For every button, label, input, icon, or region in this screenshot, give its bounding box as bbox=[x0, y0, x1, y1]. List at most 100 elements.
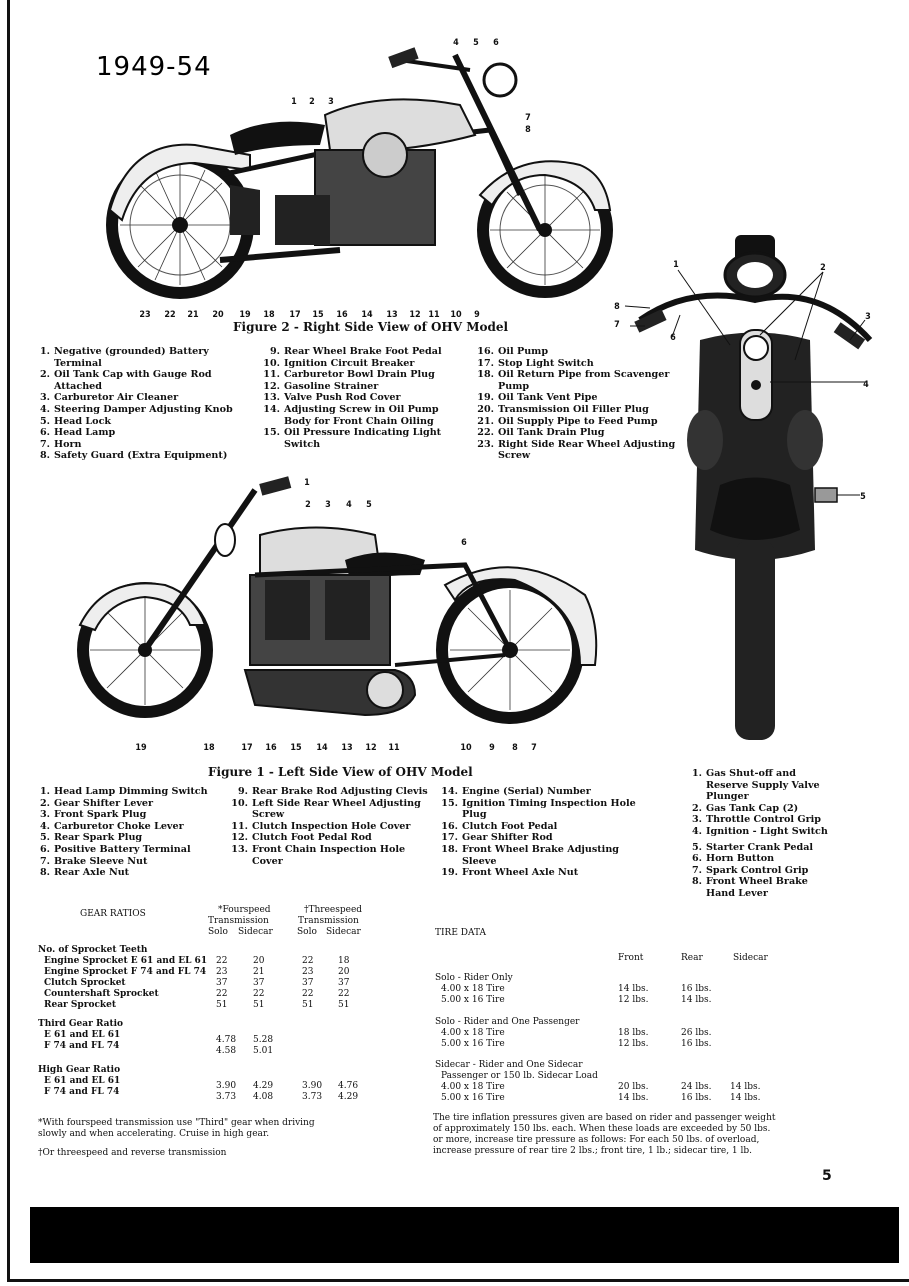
callout-label: 18 bbox=[263, 310, 275, 320]
legend-item: 6.Horn Button bbox=[691, 853, 775, 865]
threespeed-header-line1: †Threespeed bbox=[304, 905, 363, 915]
callout-label: 3 bbox=[328, 97, 334, 107]
legend-item: 14.Adjusting Screw in Oil Pump Body for … bbox=[263, 403, 439, 427]
callout-label: 17 bbox=[241, 743, 253, 753]
legend-item: 3.Front Spark Plug bbox=[39, 809, 147, 821]
legend-item: 4.Ignition - Light Switch bbox=[691, 825, 828, 837]
legend-item: 23.Right Side Rear Wheel Adjusting Screw bbox=[477, 438, 676, 462]
legend-item: 18.Oil Return Pipe from Scavenger Pump bbox=[477, 369, 670, 392]
legend-item: 12.Gasoline Strainer bbox=[263, 380, 379, 392]
callout-label: 5 bbox=[473, 38, 479, 48]
callout-label: 6 bbox=[670, 333, 676, 343]
callout-label: 2 bbox=[309, 97, 315, 107]
legend-item: 7.Spark Control Grip bbox=[691, 864, 809, 876]
tire-section-title: Sidecar - Rider and One Sidecar bbox=[435, 1060, 583, 1070]
legend-item: 6.Head Lamp bbox=[39, 427, 116, 439]
callout-label: 1 bbox=[673, 260, 679, 270]
fourspeed-header-line2: Transmission bbox=[208, 916, 269, 926]
tire-column-headers: Front Rear Sidecar bbox=[618, 953, 768, 963]
figure-2-legend-col-1: 1.Negative (grounded) Battery Terminal 2… bbox=[32, 346, 247, 462]
table-row: F 74 and FL 74 bbox=[44, 1041, 120, 1051]
legend-item: 2.Gas Tank Cap (2) bbox=[691, 802, 799, 814]
legend-item: 3.Throttle Control Grip bbox=[691, 814, 821, 826]
callout-label: 23 bbox=[139, 310, 151, 320]
figure-2-legend-col-3: 16.Oil Pump 17.Stop Light Switch 18.Oil … bbox=[476, 346, 681, 462]
callout-label: 3 bbox=[865, 312, 871, 322]
legend-item: 5.Head Lock bbox=[39, 415, 112, 427]
sub-header-solo: Solo bbox=[297, 927, 317, 937]
legend-item: 9.Rear Brake Rod Adjusting Clevis bbox=[237, 786, 428, 797]
legend-item: 2.Gear Shifter Lever bbox=[39, 797, 154, 809]
callout-label: 17 bbox=[289, 310, 301, 320]
callout-label: 16 bbox=[265, 743, 277, 753]
sub-header-solo: Solo bbox=[208, 927, 228, 937]
legend-item: 11.Carburetor Bowl Drain Plug bbox=[263, 369, 435, 381]
callout-label: 2 bbox=[820, 263, 826, 273]
fourspeed-header-line1: *Fourspeed bbox=[218, 905, 271, 915]
callout-label: 7 bbox=[531, 743, 537, 753]
legend-item: 21.Oil Supply Pipe to Feed Pump bbox=[477, 415, 658, 427]
front-view-illustration bbox=[610, 230, 900, 750]
callout-label: 8 bbox=[614, 302, 620, 312]
legend-item: 12.Clutch Foot Pedal Rod bbox=[231, 832, 372, 844]
table-row: E 61 and EL 61 bbox=[44, 1076, 121, 1086]
legend-item: 4.Carburetor Choke Lever bbox=[39, 820, 184, 832]
callout-label: 10 bbox=[460, 743, 472, 753]
legend-item: 8.Front Wheel Brake Hand Lever bbox=[691, 876, 808, 899]
figure-1-caption: Figure 1 - Left Side View of OHV Model bbox=[208, 765, 473, 779]
motorcycle-right-side-drawing bbox=[106, 47, 613, 299]
callout-label: 15 bbox=[290, 743, 302, 753]
figure-1-illustration bbox=[65, 475, 605, 740]
callout-label: 12 bbox=[365, 743, 377, 753]
callout-label: 14 bbox=[361, 310, 373, 320]
motorcycle-left-side-drawing bbox=[77, 476, 598, 724]
legend-item: 4.Steering Damper Adjusting Knob bbox=[39, 403, 233, 415]
sub-header-sidecar: Sidecar bbox=[326, 927, 361, 937]
legend-item: 10.Ignition Circuit Breaker bbox=[263, 357, 415, 369]
figure-2-illustration bbox=[100, 35, 620, 310]
callout-label: 15 bbox=[312, 310, 324, 320]
tire-inflation-note: The tire inflation pressures given are b… bbox=[433, 1113, 776, 1156]
callout-label: 20 bbox=[212, 310, 224, 320]
callout-label: 4 bbox=[346, 500, 352, 510]
sub-header-sidecar: Sidecar bbox=[238, 927, 273, 937]
callout-label: 9 bbox=[489, 743, 495, 753]
legend-item: 6.Positive Battery Terminal bbox=[39, 843, 191, 855]
legend-item: 10.Left Side Rear Wheel Adjusting Screw bbox=[231, 797, 421, 821]
legend-item: 5.Rear Spark Plug bbox=[39, 832, 143, 844]
figure-2-caption: Figure 2 - Right Side View of OHV Model bbox=[233, 320, 509, 334]
legend-item: 11.Clutch Inspection Hole Cover bbox=[231, 820, 411, 832]
legend-item: 1.Head Lamp Dimming Switch bbox=[39, 786, 208, 797]
motorcycle-front-view-drawing bbox=[624, 235, 873, 740]
tire-data-title: TIRE DATA bbox=[435, 928, 486, 938]
page-left-edge bbox=[7, 0, 10, 1280]
callout-label: 2 bbox=[305, 500, 311, 510]
legend-item: 16.Clutch Foot Pedal bbox=[441, 820, 558, 832]
legend-item: 18.Front Wheel Brake Adjusting Sleeve bbox=[441, 843, 620, 867]
callout-label: 4 bbox=[453, 38, 459, 48]
legend-item: 8.Safety Guard (Extra Equipment) bbox=[39, 450, 228, 462]
legend-item: 17.Stop Light Switch bbox=[477, 357, 594, 369]
legend-item: 15.Oil Pressure Indicating Light Switch bbox=[263, 427, 442, 450]
legend-item: 15.Ignition Timing Inspection Hole Plug bbox=[441, 797, 636, 821]
legend-item: 9.Rear Wheel Brake Foot Pedal bbox=[269, 346, 442, 357]
tire-section-title: Solo - Rider Only bbox=[435, 973, 513, 983]
legend-item: 8.Rear Axle Nut bbox=[39, 867, 130, 879]
gear-section-title: High Gear Ratio bbox=[38, 1065, 121, 1075]
figure-1-legend-col-2: 9.Rear Brake Rod Adjusting Clevis 10.Lef… bbox=[230, 786, 430, 867]
threespeed-footnote: †Or threespeed and reverse transmission bbox=[38, 1148, 227, 1158]
figure-1-legend-col-3: 14.Engine (Serial) Number 15.Ignition Ti… bbox=[440, 786, 640, 879]
tire-section-title: Solo - Rider and One Passenger bbox=[435, 1017, 580, 1027]
threespeed-header-line2: Transmission bbox=[298, 916, 359, 926]
legend-item: 14.Engine (Serial) Number bbox=[441, 786, 591, 797]
callout-label: 11 bbox=[428, 310, 440, 320]
page-number: 5 bbox=[822, 1168, 832, 1184]
callout-label: 5 bbox=[366, 500, 372, 510]
